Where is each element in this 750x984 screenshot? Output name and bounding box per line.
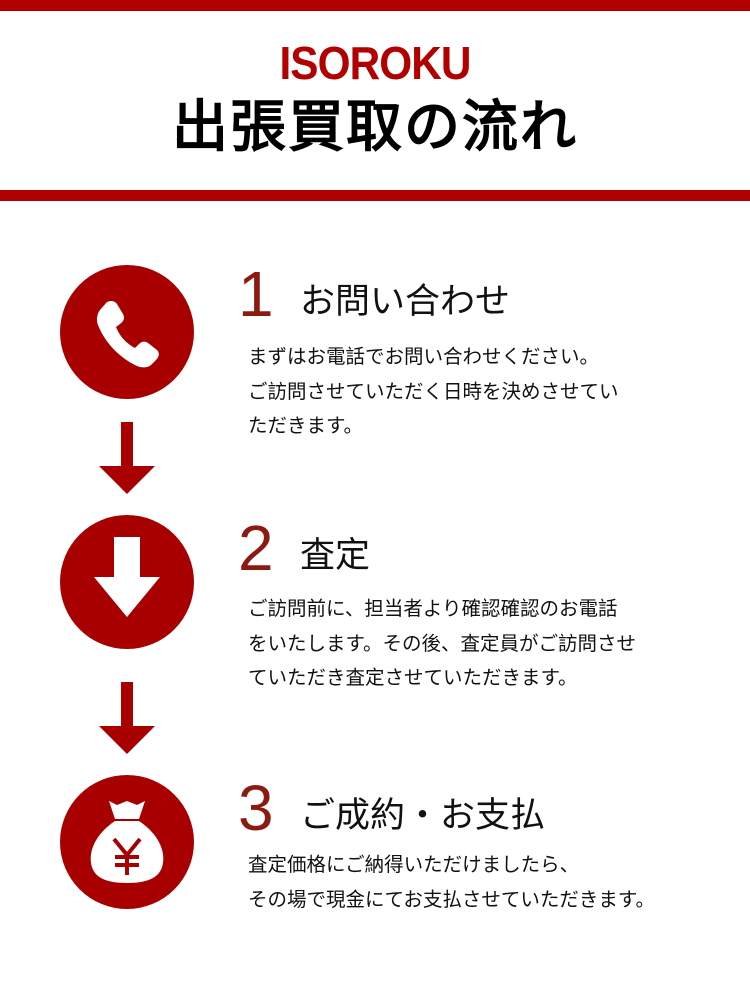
step-1-icon-circle	[60, 265, 194, 399]
header-divider-bar	[0, 190, 750, 201]
step-2-number: 2	[238, 512, 274, 584]
phone-icon	[96, 300, 159, 368]
step-1-number: 1	[238, 258, 274, 330]
step-1-title: お問い合わせ	[300, 282, 511, 322]
step-3-title: ご成約・お支払	[300, 796, 546, 836]
top-accent-bar	[0, 0, 750, 11]
yen-money-bag-icon	[90, 801, 164, 883]
step-3-number: 3	[238, 772, 274, 844]
step-2-title: 査定	[300, 536, 371, 576]
down-arrow-icon	[94, 537, 160, 617]
step-2-icon-circle	[60, 515, 194, 649]
step-3-icon-circle	[60, 775, 194, 909]
brand-logo: ISOROKU	[279, 37, 471, 89]
page-title: 出張買取の流れ	[172, 94, 578, 160]
step-2-description: ご訪問前に、担当者より確認確認のお電話 をいたします。その後、査定員がご訪問させ…	[248, 597, 637, 689]
step-3-description: 査定価格にご納得いただけましたら、 その場で現金にてお支払させていただきます。	[248, 853, 655, 911]
flow-down-arrow-icon	[99, 422, 155, 494]
flow-down-arrow-icon	[99, 682, 155, 754]
step-1-description: まずはお電話でお問い合わせください。 ご訪問させていただく日時を決めさせてい た…	[248, 345, 619, 437]
